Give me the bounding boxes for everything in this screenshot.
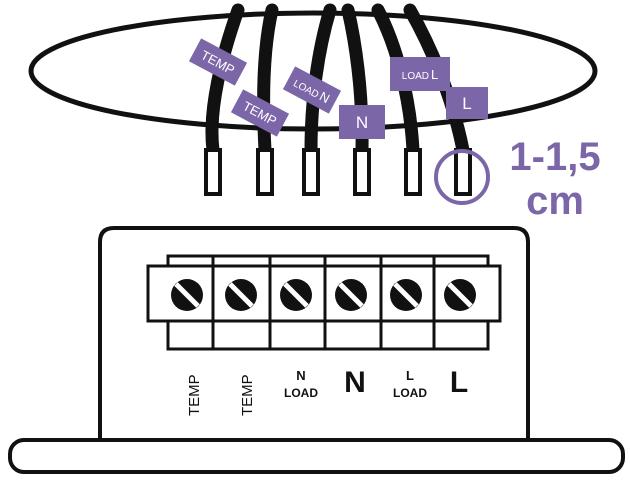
stripped-end-temp-1 xyxy=(204,148,222,196)
stripped-end-load-l xyxy=(404,148,422,196)
terminal-label-temp-2: TEMP xyxy=(239,374,256,416)
terminal-label-load-l-letter: L xyxy=(406,368,414,383)
stripped-end-l xyxy=(454,148,472,196)
stripped-end-temp-2 xyxy=(256,148,274,196)
stripped-end-n xyxy=(353,148,371,196)
terminal-label-n: N xyxy=(344,366,366,399)
wire-tag-l: L xyxy=(446,87,488,119)
screw-icon xyxy=(225,279,257,311)
device-base-plate xyxy=(8,438,625,474)
wire-tag-l-label: L xyxy=(462,94,471,113)
stripped-ends xyxy=(204,148,472,196)
wire-tag-load-l-prefix: LOAD xyxy=(402,71,429,82)
screw-icon xyxy=(171,279,203,311)
terminal-label-temp-1: TEMP xyxy=(186,374,203,416)
wire-temp-1 xyxy=(205,3,245,157)
wire-tag-load-l-letter: L xyxy=(431,67,438,82)
wire-tag-load-n: LOADN xyxy=(282,66,342,114)
terminal-block xyxy=(146,254,502,351)
screw-icon xyxy=(390,279,422,311)
terminal-label-l: L xyxy=(450,366,468,399)
measure-ring-icon xyxy=(434,149,490,205)
wire-load-n xyxy=(304,3,337,157)
wire-temp-2 xyxy=(257,3,279,157)
screws xyxy=(171,279,476,311)
wire-tag-n: N xyxy=(339,105,385,139)
screw-icon xyxy=(444,279,476,311)
terminal-label-load-n-load: LOAD xyxy=(284,386,318,400)
terminal-label-load-l-load: LOAD xyxy=(393,386,427,400)
strip-length-value: 1-1,5 xyxy=(509,135,600,179)
terminal-label-load-n-letter: N xyxy=(296,368,305,383)
screw-icon xyxy=(335,279,367,311)
wire-tag-n-label: N xyxy=(356,113,368,132)
strip-length-unit: cm xyxy=(526,179,584,223)
stripped-end-load-n xyxy=(302,148,320,196)
screw-icon xyxy=(280,279,312,311)
